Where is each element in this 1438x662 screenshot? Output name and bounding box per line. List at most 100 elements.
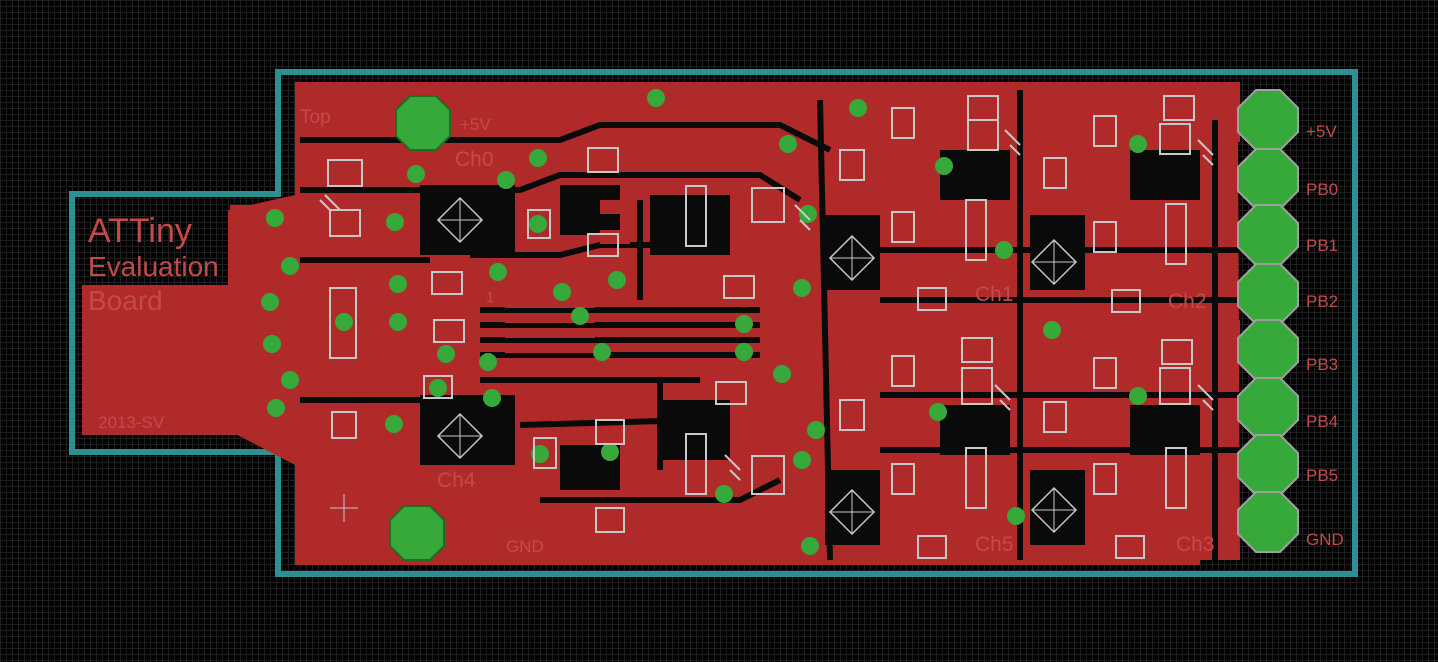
via [389,313,407,331]
header-label-pb2: PB2 [1306,292,1338,311]
via [849,99,867,117]
smd-component [751,455,785,495]
test-point [1030,486,1078,534]
smd-component [1093,463,1117,495]
smd-component [839,149,865,181]
smd-component [891,463,915,495]
smd-component [1111,289,1141,313]
via [529,149,547,167]
smd-component [1043,157,1067,189]
layer-label: Top [300,107,331,128]
smd-component [533,437,557,469]
smd-component [527,209,551,239]
smd-component [423,375,453,399]
via [1007,507,1025,525]
channel-label-ch5: Ch5 [975,533,1014,556]
smd-component [965,199,987,261]
smd-component [1093,115,1117,147]
header-label-5v: +5V [1306,122,1337,141]
smd-component [1165,447,1187,509]
via [529,215,547,233]
test-point [828,234,876,282]
board-title-line2: Evaluation [88,251,219,282]
smd-component [1159,123,1191,155]
header-pin [1237,377,1299,439]
via [407,165,425,183]
via [929,403,947,421]
smd-component [595,507,625,533]
test-point [1030,238,1078,286]
smd-component [917,535,947,559]
via [801,537,819,555]
smd-component [961,367,993,405]
via [608,271,626,289]
via [593,343,611,361]
channel-label-ch4: Ch4 [437,469,476,492]
via [995,241,1013,259]
power-label: +5V [460,115,491,134]
via [715,485,733,503]
smd-component [965,447,987,509]
channel-label-ch2: Ch2 [1168,290,1207,313]
smd-component [329,209,361,237]
via [489,263,507,281]
via [531,445,549,463]
header-pads [1237,89,1299,553]
smd-component [723,275,755,299]
via [935,157,953,175]
smd-component [961,337,993,363]
smd-component [1159,367,1191,405]
via [735,343,753,361]
via [799,205,817,223]
header-label-pb0: PB0 [1306,180,1338,199]
via [266,209,284,227]
via [1043,321,1061,339]
via [479,353,497,371]
smd-component [1163,95,1195,121]
smd-component [1093,221,1117,253]
via [553,283,571,301]
smd-component [1043,401,1067,433]
via [429,379,447,397]
via [261,293,279,311]
via [497,171,515,189]
test-point [436,196,484,244]
smd-component [587,147,619,173]
smd-component [329,287,357,359]
smd-component [433,319,465,343]
via [793,451,811,469]
smd-component [967,119,999,151]
smd-component [891,107,915,139]
components [327,95,1195,559]
header-pin [1237,491,1299,553]
smd-component [917,287,947,311]
pin1-marker: 1 [486,289,494,306]
header-label-pb4: PB4 [1306,412,1338,431]
smd-component [595,419,625,445]
via [437,345,455,363]
smd-component [1115,535,1145,559]
via [389,275,407,293]
via [1129,135,1147,153]
smd-component [685,185,707,247]
via [483,389,501,407]
vias [261,89,1147,555]
smd-component [685,433,707,495]
channel-label-ch1: Ch1 [975,283,1014,306]
via [793,279,811,297]
board-title-line3: Board [88,285,163,316]
power-pads [389,95,451,561]
header-pin [1237,263,1299,325]
header-label-gnd: GND [1306,530,1344,549]
header-pin [1237,434,1299,496]
smd-component [751,187,785,223]
test-point [436,412,484,460]
header-pin [1237,319,1299,381]
via [807,421,825,439]
ic-pads [505,200,630,368]
gnd-label: GND [506,537,544,556]
smd-component [891,211,915,243]
channel-label-ch3: Ch3 [1176,533,1215,556]
led-arrows [319,129,1214,481]
